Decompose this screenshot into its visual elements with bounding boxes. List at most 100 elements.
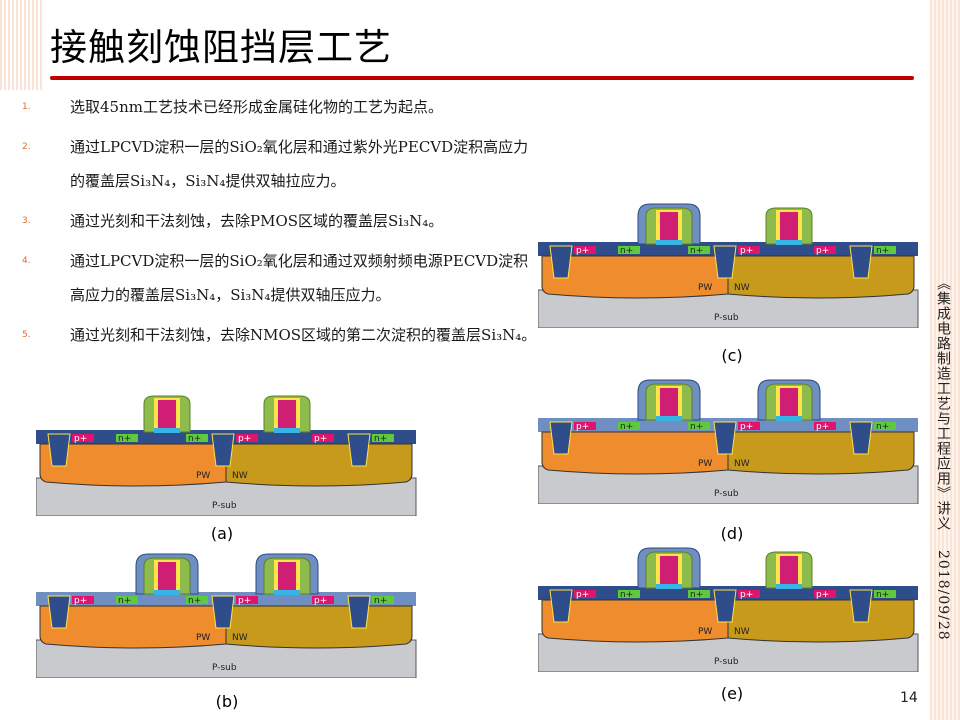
n-plus-label: n+ [118, 434, 131, 444]
n-plus-label: n+ [690, 590, 703, 600]
p-plus-region [72, 434, 94, 442]
gate-oxide [776, 240, 802, 245]
slide-title: 接触刻蚀阻挡层工艺 [50, 26, 392, 69]
n-well-label: NW [232, 633, 248, 643]
sti-trench [347, 433, 371, 467]
gate-oxide [656, 416, 682, 421]
n-plus-label: n+ [188, 596, 201, 606]
title-underline [50, 76, 914, 80]
sti-trench [211, 433, 235, 467]
left-decoration [0, 0, 44, 90]
n-well [225, 605, 413, 649]
step-number: 1. [22, 102, 31, 112]
p-plus-label: p+ [816, 246, 829, 256]
n-plus-label: n+ [690, 246, 703, 256]
p-plus-label: p+ [740, 422, 753, 432]
p-plus-region [312, 434, 334, 442]
n-plus-label: n+ [690, 422, 703, 432]
sti-trench [713, 245, 737, 279]
p-plus-region [236, 596, 258, 604]
step-text: 通过LPCVD淀积一层的SiO₂氧化层和通过紫外光PECVD淀积高应力的覆盖层S… [70, 138, 529, 190]
n-plus-region [874, 246, 896, 254]
step-number: 5. [22, 330, 31, 340]
gate-oxide [154, 590, 180, 595]
gate-oxide [274, 590, 300, 595]
n-plus-label: n+ [876, 246, 889, 256]
p-plus-label: p+ [314, 434, 327, 444]
p-plus-label: p+ [238, 434, 251, 444]
n-well-label: NW [232, 471, 248, 481]
process-steps: 1.选取45nm工艺技术已经形成金属硅化物的工艺为起点。 2. 通过LPCVD淀积… [22, 90, 537, 358]
p-well [541, 431, 729, 475]
sti-trench [549, 421, 573, 455]
n-plus-region [116, 596, 138, 604]
gate-electrode [660, 388, 678, 418]
p-well [541, 255, 729, 299]
p-plus-label: p+ [576, 422, 589, 432]
p-plus-label: p+ [74, 596, 87, 606]
page-number: 14 [900, 690, 918, 706]
gate-oxide [656, 584, 682, 589]
p-substrate-label: P-sub [714, 657, 739, 667]
p-plus-label: p+ [576, 246, 589, 256]
p-plus-label: p+ [816, 422, 829, 432]
sti-trench [211, 595, 235, 629]
n-plus-region [688, 422, 710, 430]
step-item: 3.通过光刻和干法刻蚀，去除PMOS区域的覆盖层Si₃N₄。 [22, 204, 537, 238]
n-plus-region [874, 422, 896, 430]
gate-electrode [158, 400, 176, 430]
n-plus-region [186, 596, 208, 604]
gate-electrode [780, 388, 798, 418]
sti-trench [47, 595, 71, 629]
side-date: 2018/09/28 [935, 550, 951, 642]
n-well [727, 599, 915, 643]
sti-trench [347, 595, 371, 629]
n-plus-label: n+ [620, 246, 633, 256]
step-text: 通过光刻和干法刻蚀，去除NMOS区域的第二次淀积的覆盖层Si₃N₄。 [70, 326, 537, 344]
sti-trench [713, 421, 737, 455]
n-plus-label: n+ [374, 596, 387, 606]
figure-label-b: (b) [215, 692, 239, 711]
p-substrate-label: P-sub [212, 501, 237, 511]
gate-electrode [278, 562, 296, 592]
n-plus-region [618, 246, 640, 254]
p-well-label: PW [196, 633, 210, 643]
p-plus-region [574, 422, 596, 430]
p-plus-label: p+ [314, 596, 327, 606]
p-substrate-label: P-sub [714, 489, 739, 499]
step-item: 2. 通过LPCVD淀积一层的SiO₂氧化层和通过紫外光PECVD淀积高应力的覆盖… [22, 130, 537, 198]
side-title: 《集成电路制造工艺与工程应用》讲义 [935, 276, 951, 531]
sti-trench [849, 421, 873, 455]
p-well [541, 599, 729, 643]
n-plus-region [618, 422, 640, 430]
p-plus-region [574, 246, 596, 254]
p-plus-region [814, 422, 836, 430]
step-text: 通过光刻和干法刻蚀，去除PMOS区域的覆盖层Si₃N₄。 [70, 212, 444, 230]
p-plus-region [574, 590, 596, 598]
step-item: 4.通过LPCVD淀积一层的SiO₂氧化层和通过双频射频电源PECVD淀积高应力… [22, 244, 537, 312]
sti-trench [549, 245, 573, 279]
n-plus-region [186, 434, 208, 442]
sti-trench [849, 245, 873, 279]
sti-trench [47, 433, 71, 467]
p-plus-region [72, 596, 94, 604]
n-plus-region [688, 246, 710, 254]
p-plus-label: p+ [740, 590, 753, 600]
step-item: 1.选取45nm工艺技术已经形成金属硅化物的工艺为起点。 [22, 90, 537, 124]
n-well [727, 255, 915, 299]
n-plus-region [372, 434, 394, 442]
n-plus-label: n+ [374, 434, 387, 444]
gate-electrode [660, 556, 678, 586]
n-plus-region [116, 434, 138, 442]
n-well [727, 431, 915, 475]
n-well [225, 443, 413, 487]
p-plus-label: p+ [740, 246, 753, 256]
step-number: 2. [22, 142, 31, 152]
